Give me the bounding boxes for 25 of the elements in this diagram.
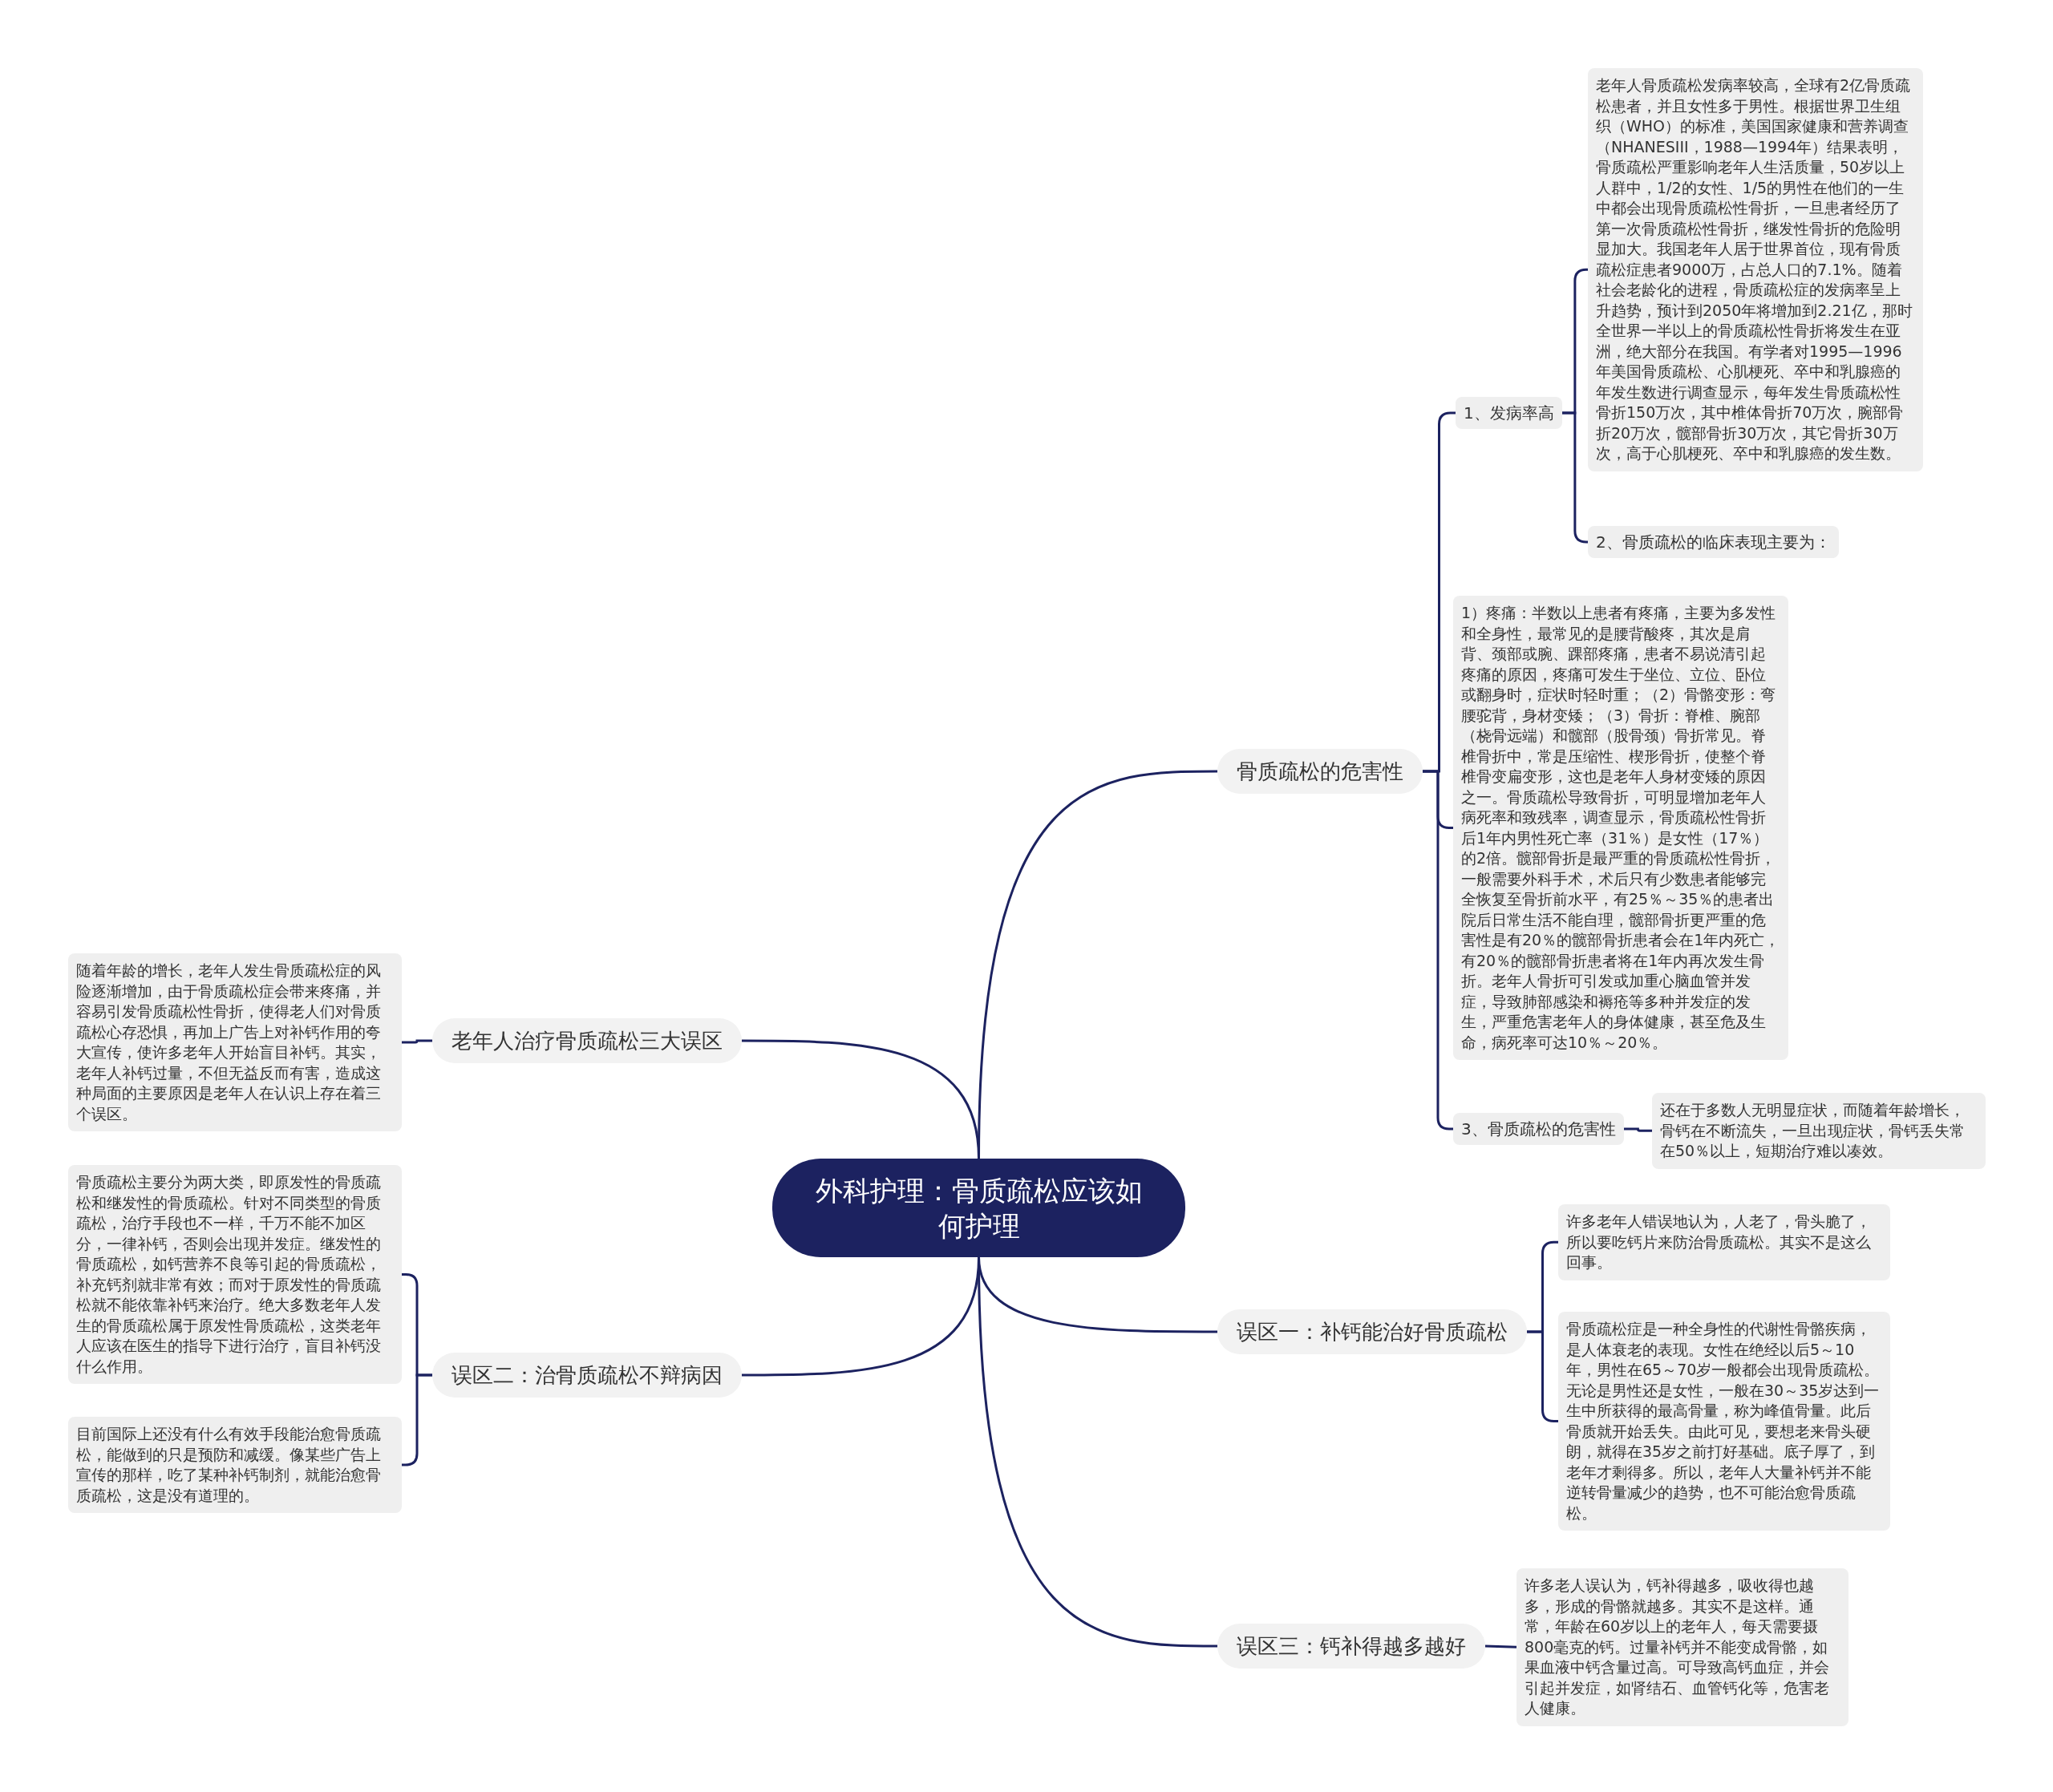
subtopic-label: 2、骨质疏松的临床表现主要为： — [1588, 526, 1839, 558]
central-topic: 外科护理：骨质疏松应该如何护理 — [772, 1159, 1185, 1257]
connector-line — [742, 1256, 980, 1377]
connector-line — [1423, 770, 1453, 1131]
branch-topic: 老年人治疗骨质疏松三大误区 — [432, 1018, 742, 1063]
text-card: 骨质疏松主要分为两大类，即原发性的骨质疏松和继发性的骨质疏松。针对不同类型的骨质疏松，治疗手段也不一样，千万不能不加区分，一律补钙，否则会出现并发症。继发性的骨质疏松，如钙营养不良等引起的骨质疏松，补充钙剂就非常有效；而对于原发性的骨质疏松就不能依靠补钙来治疗。绝大多数老年人发生的骨质疏松属于原发性骨质疏松，这类老年人应该在医生的指导下进行治疗，盲目补钙没什么作用。 — [68, 1165, 402, 1384]
text-card: 目前国际上还没有什么有效手段能治愈骨质疏松，能做到的只是预防和减缓。像某些广告上宣传的那样，吃了某种补钙制剂，就能治愈骨质疏松，这是没有道理的。 — [68, 1417, 402, 1513]
text-card: 随着年龄的增长，老年人发生骨质疏松症的风险逐渐增加，由于骨质疏松症会带来疼痛，并容易引发骨质疏松性骨折，使得老人们对骨质疏松心存恐惧，再加上广告上对补钙作用的夸大宣传，使许多老年人开始盲目补钙。其实，老年人补钙过量，不但无益反而有害，造成这种局面的主要原因是老年人在认识上存在着三个误区。 — [68, 953, 402, 1131]
branch-topic: 误区一：补钙能治好骨质疏松 — [1217, 1309, 1527, 1354]
connector-line — [1484, 1644, 1517, 1648]
subtopic-label: 3、骨质疏松的危害性 — [1453, 1113, 1624, 1145]
connector-line — [402, 1039, 432, 1044]
text-card: 许多老人误认为，钙补得越多，吸收得也越多，形成的骨骼就越多。其实不是这样。通常，年龄在60岁以上的老年人，每天需要摄800毫克的钙。过量补钙并不能变成骨骼，如果血液中钙含量过高。可导致高钙血症，并会引起并发症，如肾结石、血管钙化等，危害老人健康。 — [1516, 1568, 1849, 1726]
connector-line — [402, 1373, 432, 1466]
text-card: 1）疼痛：半数以上患者有疼痛，主要为多发性和全身性，最常见的是腰背酸疼，其次是肩背、颈部或腕、踝部疼痛，患者不易说清引起疼痛的原因，疼痛可发生于坐位、立位、卧位或翻身时，症状时轻时重；（2）骨骼变形：弯腰驼背，身材变矮；（3）骨折：脊椎、腕部（桡骨远端）和髋部（股骨颈）骨折常见。脊椎骨折中，常是压缩性、楔形骨折，使整个脊椎骨变扁变形，这也是老年人身材变矮的原因之一。骨质疏松导致骨折，可明显增加老年人病死率和致残率，调查显示，骨质疏松性骨折后1年内男性死亡率（31％）是女性（17％）的2倍。髋部骨折是最严重的骨质疏松性骨折，一般需要外科手术，术后只有少数患者能够完全恢复至骨折前水平，有25％～35％的患者出院后日常生活不能自理，髋部骨折更严重的危害性是有20％的髋部骨折患者会在1年内死亡，有20％的髋部骨折患者将在1年内再次发生骨折。老年人骨折可引发或加重心脑血管并发症，导致肺部感染和褥疮等多种并发症的发生，严重危害老年人的身体健康，甚至危及生命，病死率可达10％～20％。 — [1453, 596, 1788, 1060]
text-card: 老年人骨质疏松发病率较高，全球有2亿骨质疏松患者，并且女性多于男性。根据世界卫生组织（WHO）的标准，美国国家健康和营养调查（NHANESIII，1988—1994年）结果表明，骨质疏松严重影响老年人生活质量，50岁以上人群中，1/2的女性、1/5的男性在他们的一生中都会出现骨质疏松性骨折，一旦患者经历了第一次骨质疏松性骨折，继发性骨折的危险明显加大。我国老年人居于世界首位，现有骨质疏松症患者9000万，占总人口的7.1%。随着社会老龄化的进程，骨质疏松症的发病率呈上升趋势，预计到2050年将增加到2.21亿，那时全世界一半以上的骨质疏松性骨折将发生在亚洲，绝大部分在我国。有学者对1995—1996年美国骨质疏松、心肌梗死、卒中和乳腺癌的年发生数进行调查显示，每年发生骨质疏松性骨折150万次，其中椎体骨折70万次，腕部骨折20万次，髋部骨折30万次，其它骨折30万次，高于心肌梗死、卒中和乳腺癌的发生数。 — [1588, 68, 1923, 471]
branch-topic: 误区三：钙补得越多越好 — [1217, 1624, 1485, 1669]
branch-topic: 骨质疏松的危害性 — [1217, 749, 1423, 794]
connector-line — [742, 1039, 980, 1159]
text-card: 骨质疏松症是一种全身性的代谢性骨骼疾病，是人体衰老的表现。女性在绝经以后5～10年，男性在65～70岁一般都会出现骨质疏松。无论是男性还是女性，一般在30～35岁达到一生中所获得的最高骨量，称为峰值骨量。此后骨质就开始丢失。由此可见，要想老来骨头硬朗，就得在35岁之前打好基础。底子厚了，到老年才剩得多。所以，老年人大量补钙并不能逆转骨量减少的趋势，也不可能治愈骨质疏松。 — [1558, 1312, 1890, 1531]
text-card: 许多老年人错误地认为，人老了，骨头脆了，所以要吃钙片来防治骨质疏松。其实不是这么回事。 — [1558, 1204, 1890, 1280]
subtopic-label: 1、发病率高 — [1456, 397, 1562, 429]
branch-topic: 误区二：治骨质疏松不辩病因 — [432, 1353, 742, 1398]
text-card: 还在于多数人无明显症状，而随着年龄增长，骨钙在不断流失，一旦出现症状，骨钙丢失常在50％以上，短期治疗难以凑效。 — [1652, 1093, 1986, 1169]
connector-line — [1623, 1127, 1652, 1132]
